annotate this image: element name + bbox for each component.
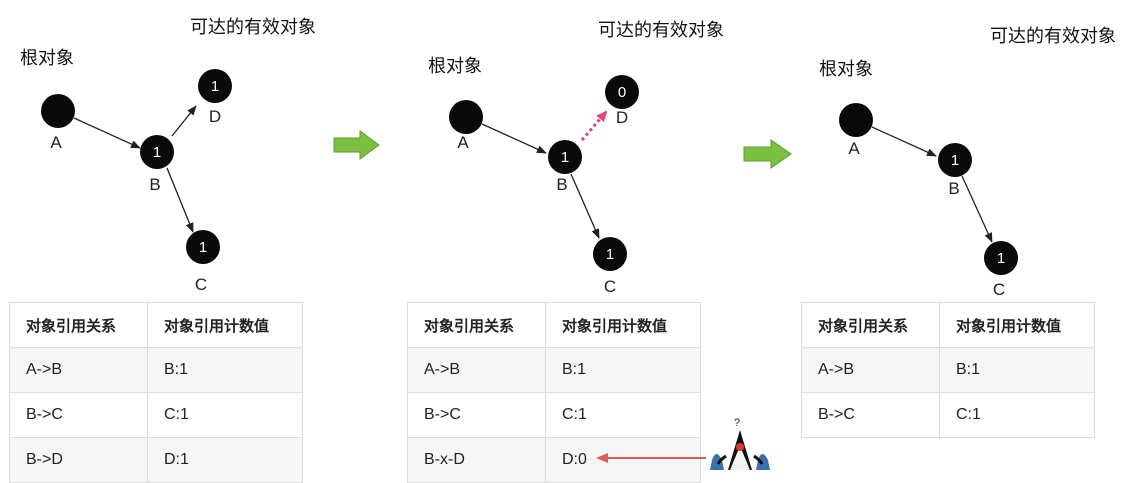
node-c-label: C [604, 277, 616, 296]
node-a-label: A [457, 133, 469, 152]
table-header-row: 对象引用关系 对象引用计数值 [407, 302, 701, 348]
node-d-count: 0 [618, 84, 626, 101]
panel-3: 根对象 可达的有效对象 A 1 B 1 C 对象引用关系 对象引用 [792, 0, 1144, 483]
object-graph: A 1 B 1 D 1 C [41, 69, 232, 294]
question-mark: ? [734, 417, 740, 429]
green-right-arrow-icon [743, 139, 792, 169]
node-b: 1 B [938, 143, 972, 198]
cell-count: B:1 [147, 347, 303, 393]
edge-b-d-removed [580, 110, 608, 141]
reachable-objects-label: 可达的有效对象 [990, 26, 1116, 47]
green-right-arrow-icon [333, 130, 380, 160]
header-relation: 对象引用关系 [407, 302, 546, 348]
header-count: 对象引用计数值 [939, 302, 1095, 348]
node-c-count: 1 [997, 250, 1005, 267]
cell-relation: B->D [9, 437, 148, 483]
reachable-objects-label: 可达的有效对象 [190, 17, 316, 38]
node-b: 1 B [548, 140, 582, 194]
node-c-label: C [993, 280, 1005, 299]
node-a-label: A [50, 133, 62, 152]
edge-b-d [171, 105, 197, 137]
root-object-label: 根对象 [428, 56, 482, 77]
cell-count: B:1 [939, 347, 1095, 393]
header-relation: 对象引用关系 [9, 302, 148, 348]
cell-count: D:1 [147, 437, 303, 483]
table-row: A->B B:1 [801, 347, 1095, 393]
edge-a-b [73, 117, 141, 149]
duke-mascot-icon: ? [710, 417, 770, 470]
node-c: 1 C [186, 230, 220, 294]
cell-relation: B-x-D [407, 437, 546, 483]
node-d-label: D [616, 108, 628, 127]
cell-count: C:1 [147, 392, 303, 438]
panel-2: 根对象 可达的有效对象 A 1 B 0 D [398, 0, 778, 483]
object-graph: A 1 B 0 D 1 C [449, 75, 639, 296]
cell-relation: B->C [407, 392, 546, 438]
object-graph: A 1 B 1 C [839, 103, 1018, 299]
root-object-label: 根对象 [819, 59, 873, 80]
table-row: A->B B:1 [9, 347, 303, 393]
reference-table: 对象引用关系 对象引用计数值 A->B B:1 B->C C:1 [801, 302, 1095, 438]
node-d: 1 D [198, 69, 232, 126]
cell-count: B:1 [545, 347, 701, 393]
table-header-row: 对象引用关系 对象引用计数值 [9, 302, 303, 348]
panel-1: 根对象 可达的有效对象 A 1 B 1 D 1 C [0, 0, 340, 483]
node-b-count: 1 [153, 144, 161, 161]
edge-b-c [961, 175, 993, 243]
cell-count: C:1 [545, 392, 701, 438]
header-count: 对象引用计数值 [545, 302, 701, 348]
node-b-count: 1 [951, 152, 959, 169]
cell-relation: A->B [9, 347, 148, 393]
cell-count: C:1 [939, 392, 1095, 438]
header-count: 对象引用计数值 [147, 302, 303, 348]
table-header-row: 对象引用关系 对象引用计数值 [801, 302, 1095, 348]
table-row: B->C C:1 [9, 392, 303, 438]
edge-b-c [166, 167, 194, 233]
node-a-label: A [848, 139, 860, 158]
cell-relation: A->B [407, 347, 546, 393]
pointer-arrow-icon [596, 453, 706, 463]
node-b-label: B [556, 175, 567, 194]
node-a: A [839, 103, 873, 158]
edge-b-c [570, 173, 600, 239]
cell-relation: A->B [801, 347, 940, 393]
node-b-label: B [948, 179, 959, 198]
node-c-count: 1 [606, 246, 614, 263]
edge-a-b [481, 123, 547, 154]
table-row: B->D D:1 [9, 437, 303, 483]
node-c-label: C [195, 275, 207, 294]
node-b-count: 1 [561, 149, 569, 166]
edge-a-b [871, 126, 937, 157]
root-object-label: 根对象 [20, 48, 74, 69]
reference-table: 对象引用关系 对象引用计数值 A->B B:1 B->C C:1 B->D D:… [9, 302, 303, 483]
table-row: B->C C:1 [801, 392, 1095, 438]
node-b-label: B [149, 175, 160, 194]
cell-count: D:0 [545, 437, 701, 483]
cell-relation: B->C [9, 392, 148, 438]
reachable-objects-label: 可达的有效对象 [598, 20, 724, 41]
header-relation: 对象引用关系 [801, 302, 940, 348]
cell-relation: B->C [801, 392, 940, 438]
table-row: B-x-D D:0 [407, 437, 701, 483]
table-row: A->B B:1 [407, 347, 701, 393]
node-b: 1 B [140, 135, 174, 194]
node-c: 1 C [984, 241, 1018, 299]
node-d: 0 D [605, 75, 639, 127]
node-d-count: 1 [211, 78, 219, 95]
node-d-label: D [209, 107, 221, 126]
table-row: B->C C:1 [407, 392, 701, 438]
node-a: A [449, 100, 483, 152]
node-c: 1 C [593, 237, 627, 296]
reference-table: 对象引用关系 对象引用计数值 A->B B:1 B->C C:1 B-x-D D… [407, 302, 701, 483]
node-a: A [41, 94, 75, 152]
node-c-count: 1 [199, 239, 207, 256]
